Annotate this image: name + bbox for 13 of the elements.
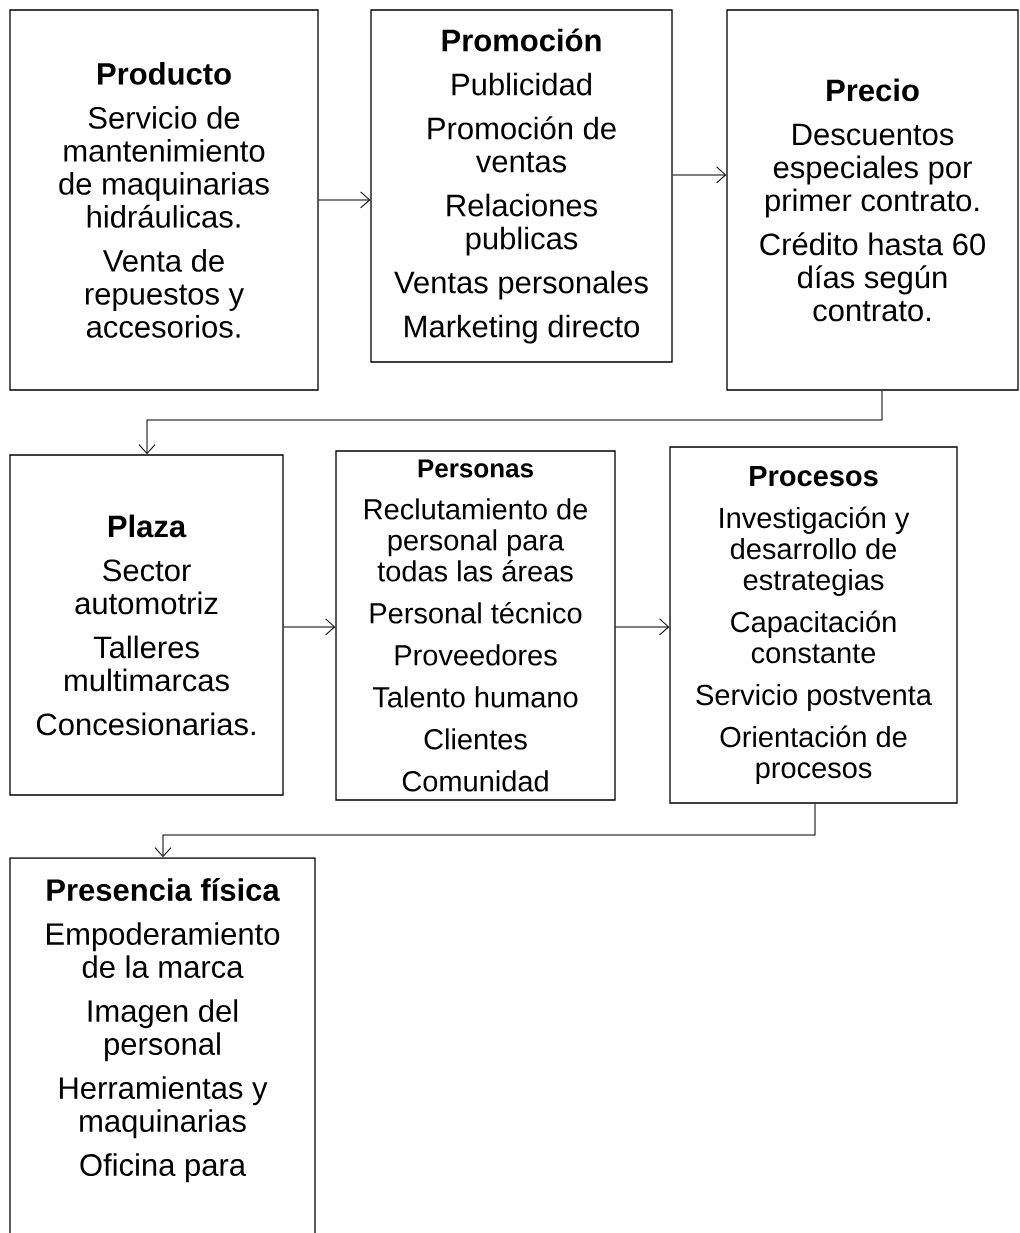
arrow (672, 166, 727, 184)
arrow (138, 390, 883, 455)
text-box: Presencia física Empoderamiento de la marca Imagen del personal Herramientas y maquinarias Oficina para (9, 857, 316, 1233)
text-box: Personas Reclutamiento de personal para todas las áreas Personal técnico Proveedores Talento humano Clientes Comunidad (335, 450, 616, 801)
text-box: Procesos Investigación y desarrollo de estrategias Capacitación constante Servicio postventa Orientación de procesos (669, 446, 958, 804)
text-box: Producto Servicio de mantenimiento de maquinarias hidráulicas. Venta de repuestos y accesorios. (9, 9, 319, 391)
arrow (283, 618, 336, 636)
arrow (615, 618, 670, 636)
text-box: Promoción Publicidad Promoción de ventas Relaciones publicas Ventas personales Marketing directo (370, 9, 673, 363)
arrow (318, 191, 371, 209)
text-box: Plaza Sector automotriz Talleres multimarcas Concesionarias. (9, 454, 284, 796)
arrow (154, 803, 816, 858)
text-box: Precio Descuentos especiales por primer contrato. Crédito hasta 60 días según contrato. (726, 9, 1019, 391)
